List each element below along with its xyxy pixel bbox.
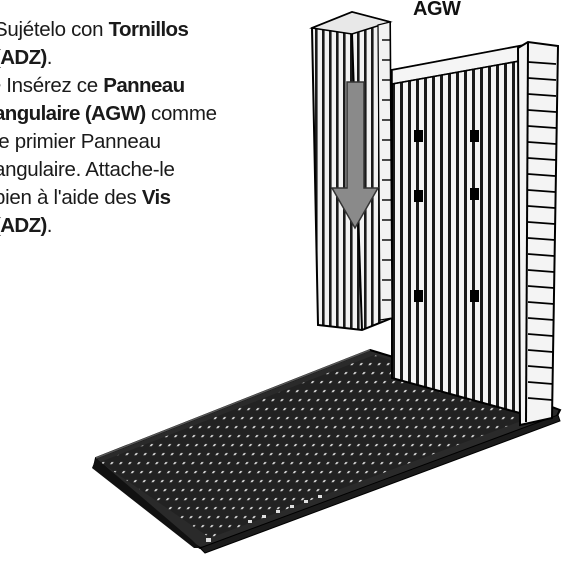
french-line-3: le primier Panneau xyxy=(0,130,161,153)
period: . xyxy=(46,214,53,237)
back-wall-panel xyxy=(391,43,529,417)
french-angulaire-agw: angulaire (AGW) xyxy=(0,102,146,125)
french-line-6: (ADZ). xyxy=(0,212,254,240)
floor-panel xyxy=(92,348,562,554)
french-text: bien à l'aide des xyxy=(0,186,142,209)
floor-details xyxy=(206,495,322,542)
spanish-adz: (ADZ) xyxy=(0,46,47,69)
right-corner-panel xyxy=(516,40,560,427)
french-line-2: angulaire (AGW) comme xyxy=(0,100,254,128)
french-bullet: • Insérez ce xyxy=(0,74,104,97)
french-line-1: • Insérez ce Panneau xyxy=(0,72,254,100)
spanish-tornillos: Tornillos xyxy=(108,18,189,41)
french-panneau: Panneau xyxy=(103,74,185,97)
spanish-line: Sujételo con Tornillos xyxy=(0,16,254,44)
french-line-5: bien à l'aide des Vis xyxy=(0,184,254,212)
period: . xyxy=(46,46,53,69)
spanish-text: Sujételo con xyxy=(0,18,109,41)
french-line-4: angulaire. Attache-le xyxy=(0,158,175,181)
french-adz: (ADZ) xyxy=(0,214,47,237)
agw-part-label: AGW xyxy=(413,0,461,20)
french-vis: Vis xyxy=(141,186,171,209)
down-arrow-icon xyxy=(330,81,380,230)
spanish-adz-line: (ADZ). xyxy=(0,44,254,72)
french-comme: comme xyxy=(145,102,217,125)
instruction-text: ​ Sujételo con Tornillos (ADZ). • Insére… xyxy=(0,0,254,240)
